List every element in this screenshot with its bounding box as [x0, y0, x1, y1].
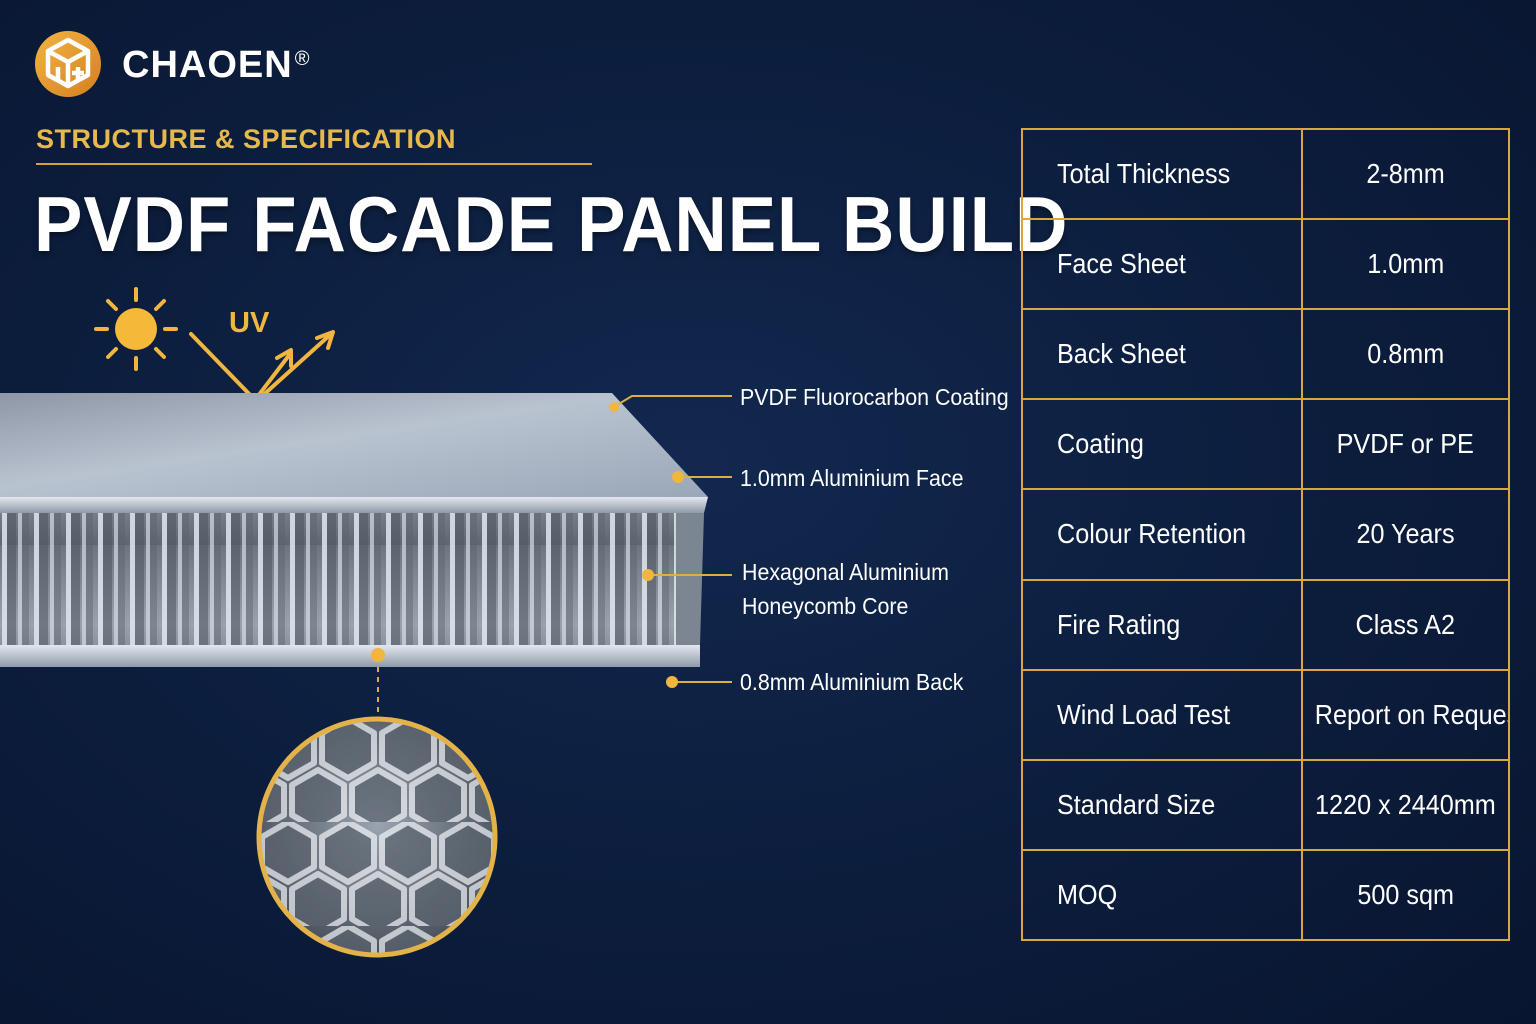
panel-cross-section	[0, 393, 708, 667]
spec-key-text: Wind Load Test	[1057, 698, 1231, 730]
honeycomb-magnifier	[256, 716, 498, 958]
spec-key-text: Coating	[1057, 428, 1144, 460]
spec-value-text: 1220 x 2440mm	[1315, 788, 1496, 820]
spec-key: MOQ	[1021, 848, 1303, 942]
table-row: Total Thickness 2-8mm	[1021, 127, 1510, 221]
spec-key-text: Colour Retention	[1057, 518, 1247, 550]
face-sheet-edge	[0, 497, 708, 513]
spec-value: 20 Years	[1301, 488, 1510, 581]
spec-value-text: Report on Request	[1314, 698, 1509, 730]
spec-key: Colour Retention	[1021, 488, 1303, 581]
callout-honeycomb-core-1: Hexagonal Aluminium	[742, 559, 949, 585]
spec-value-text: 0.8mm	[1366, 338, 1445, 370]
callout-honeycomb-core-2: Honeycomb Core	[742, 593, 909, 619]
spec-key: Fire Rating	[1021, 578, 1303, 671]
uv-diagram	[94, 287, 335, 402]
spec-value-text: 20 Years	[1356, 518, 1455, 550]
callout-face-sheet: 1.0mm Aluminium Face	[740, 465, 964, 491]
spec-key: Back Sheet	[1021, 308, 1303, 401]
spec-key: Total Thickness	[1021, 127, 1303, 221]
spec-value-text: PVDF or PE	[1336, 428, 1475, 460]
kicker-divider	[36, 163, 592, 165]
spec-value: 2-8mm	[1301, 127, 1510, 221]
spec-value: Class A2	[1301, 578, 1510, 671]
face-sheet-top	[0, 393, 708, 497]
sun-icon	[94, 287, 178, 371]
table-row: Fire Rating Class A2	[1021, 578, 1510, 671]
spec-key-text: Total Thickness	[1057, 158, 1231, 190]
page-title: PVDF FACADE PANEL BUILD	[34, 180, 1069, 268]
spec-key-text: Back Sheet	[1057, 338, 1186, 370]
spec-value-text: 500 sqm	[1357, 878, 1454, 910]
spec-value: 1220 x 2440mm	[1301, 758, 1510, 851]
callout-pvdf-coating: PVDF Fluorocarbon Coating	[740, 384, 1009, 410]
spec-value: 0.8mm	[1301, 308, 1510, 401]
spec-value-text: 1.0mm	[1366, 248, 1445, 280]
spec-key-text: Fire Rating	[1057, 608, 1181, 640]
table-row: Back Sheet 0.8mm	[1021, 308, 1510, 401]
section-kicker: STRUCTURE & SPECIFICATION	[36, 124, 457, 154]
spec-key: Wind Load Test	[1021, 668, 1303, 761]
spec-value-text: 2-8mm	[1366, 158, 1445, 190]
table-row: Coating PVDF or PE	[1021, 398, 1510, 491]
spec-value: 500 sqm	[1301, 848, 1510, 942]
spec-value: 1.0mm	[1301, 218, 1510, 311]
spec-key-text: Standard Size	[1057, 788, 1216, 820]
spec-value: Report on Request	[1301, 668, 1510, 761]
honeycomb-core	[0, 513, 676, 645]
callout-back-sheet: 0.8mm Aluminium Back	[740, 669, 964, 695]
table-row: Face Sheet 1.0mm	[1021, 218, 1510, 311]
uv-label: UV	[229, 307, 270, 339]
spec-key-text: Face Sheet	[1057, 248, 1186, 280]
hexagon-cube-logo-icon	[35, 31, 101, 97]
table-row: MOQ 500 sqm	[1021, 848, 1510, 942]
brand-name: CHAOEN®	[122, 44, 311, 86]
spec-key: Coating	[1021, 398, 1303, 491]
spec-value: PVDF or PE	[1301, 398, 1510, 491]
spec-key: Face Sheet	[1021, 218, 1303, 311]
table-row: Standard Size 1220 x 2440mm	[1021, 758, 1510, 851]
table-row: Wind Load Test Report on Request	[1021, 668, 1510, 761]
spec-key-text: MOQ	[1057, 878, 1118, 910]
back-sheet	[0, 645, 700, 667]
spec-value-text: Class A2	[1355, 608, 1456, 640]
table-row: Colour Retention 20 Years	[1021, 488, 1510, 581]
spec-key: Standard Size	[1021, 758, 1303, 851]
